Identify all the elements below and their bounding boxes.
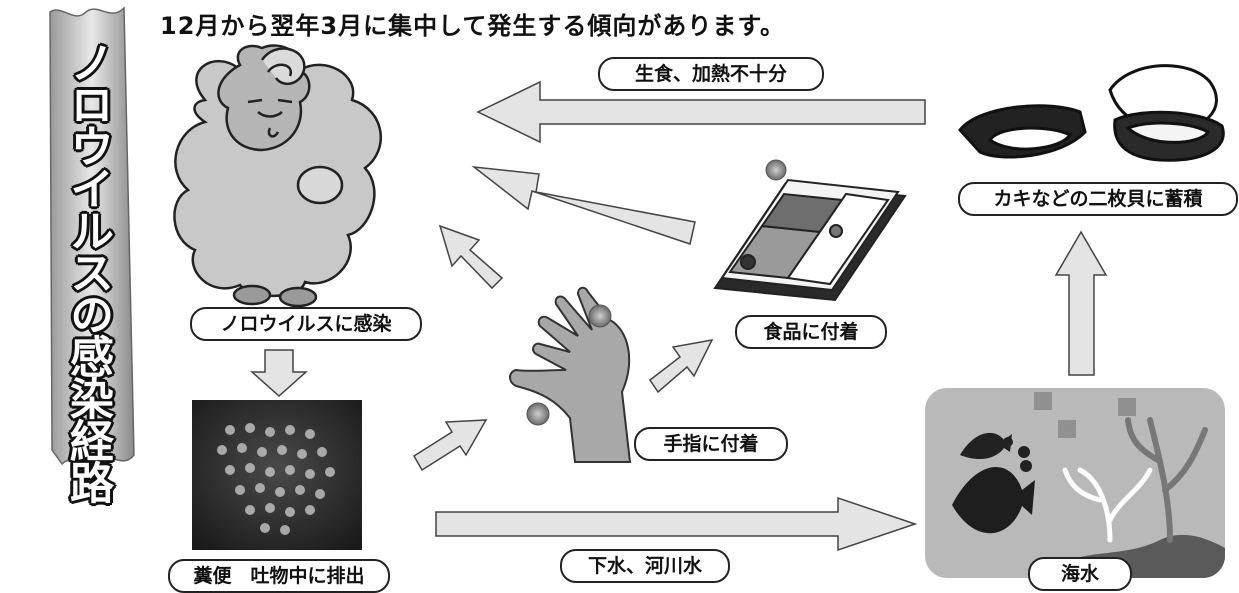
label-sewage: 下水、河川水 [560,549,730,583]
arrow-sewage [435,496,918,552]
norovirus-micrograph [192,400,362,550]
label-seawater: 海水 [1028,557,1132,591]
hand-illustration [509,286,632,463]
oyster-illustration [958,64,1225,162]
sick-sheep-illustration [173,44,382,308]
arrow-hand-to-sheep [438,224,504,290]
arrow-down [250,349,308,398]
arrow-food-to-sheep [471,165,696,245]
arrow-up [1054,230,1108,376]
header-text: 12月から翌年3月に集中して発生する傾向があります。 [160,12,785,40]
arrow-hand-to-food [648,338,714,394]
seawater-scene [925,388,1225,578]
banner-ribbon [49,6,135,467]
label-infected: ノロウイルスに感染 [190,307,422,341]
arrow-to-hand [412,419,488,472]
bento-box-illustration [713,178,907,302]
label-food: 食品に付着 [735,315,887,349]
label-raw-food: 生食、加熱不十分 [598,57,824,91]
label-shellfish: カキなどの二枚貝に蓄積 [958,182,1238,216]
arrow-raw-food [476,80,926,144]
label-fingers: 手指に付着 [634,427,788,461]
banner-title: ノロウイルスの感染経路 [62,40,113,502]
label-excreted: 糞便 吐物中に排出 [168,559,390,593]
